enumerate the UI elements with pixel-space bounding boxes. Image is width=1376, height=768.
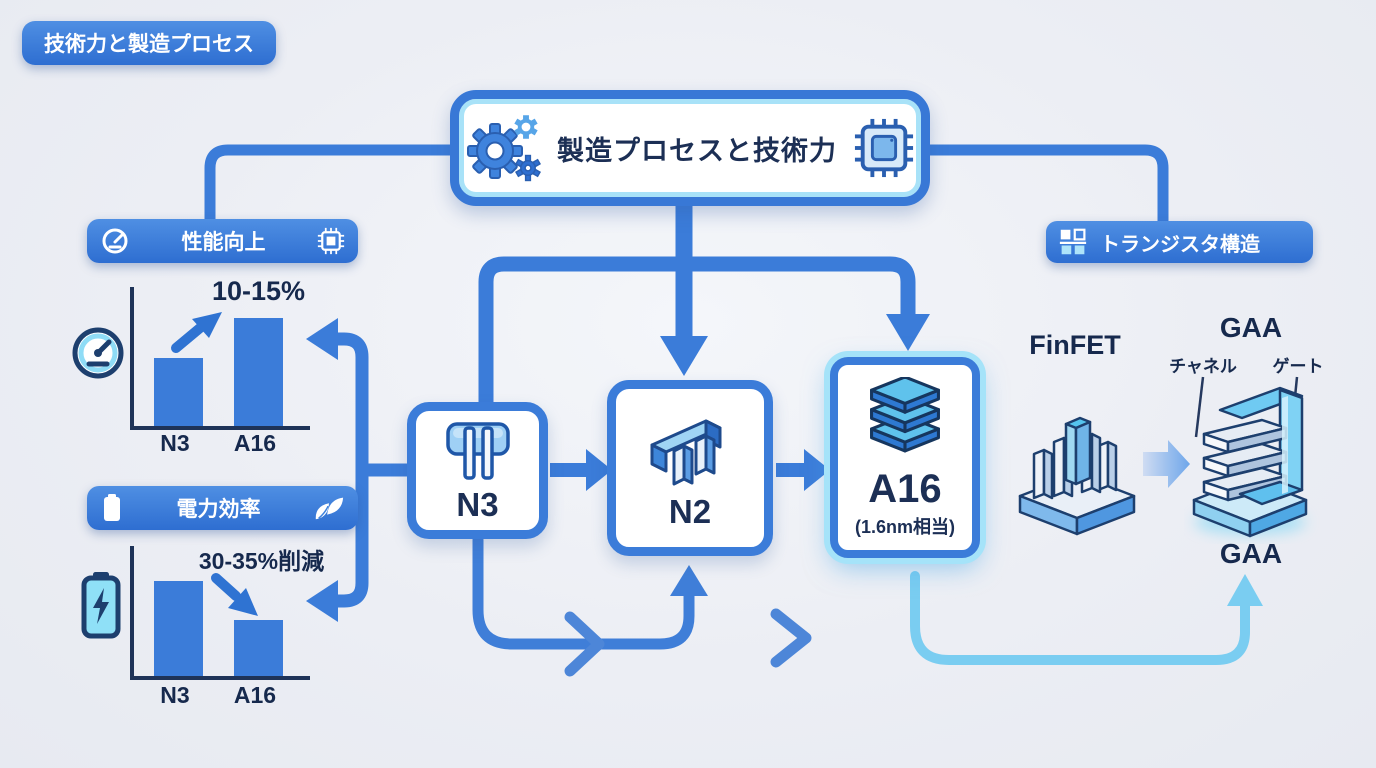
transistor-icon: [1059, 228, 1087, 255]
node-n3: N3: [407, 402, 548, 539]
perf-trend-arrowhead: [192, 312, 222, 338]
main-title-box: 製造プロセスと技術力: [450, 90, 930, 206]
transistor-badge: トランジスタ構造: [1046, 221, 1313, 263]
node-n3-label: N3: [456, 486, 499, 523]
header-badge: 技術力と製造プロセス: [22, 21, 276, 65]
chip-icon: [854, 118, 914, 178]
performance-chart: [130, 287, 310, 430]
arrowhead-loop-to-n2: [670, 565, 708, 596]
channel-leader-line: [1194, 376, 1205, 438]
performance-badge-label: 性能向上: [181, 231, 266, 254]
power-badge-label: 電力効率: [176, 498, 261, 521]
chevron-on-loop: [564, 611, 605, 677]
stacked-layers-icon: [870, 376, 940, 452]
node-a16-sublabel: (1.6nm相当): [854, 516, 955, 537]
arrowhead-to-perf-chart: [306, 318, 338, 360]
main-title: 製造プロセスと技術力: [557, 135, 837, 166]
transistor-badge-label: トランジスタ構造: [1100, 233, 1260, 256]
arrowhead-n3-n2: [586, 449, 612, 491]
node-a16-label: A16: [868, 466, 942, 511]
battery-icon: [81, 572, 121, 639]
node-a16: A16 (1.6nm相当): [830, 357, 980, 558]
connector-branch: [478, 256, 916, 405]
connector-n3-bottom-loop: [472, 534, 695, 650]
power-trend-arrowhead: [228, 588, 258, 616]
arrowhead-to-gaa: [1227, 574, 1263, 606]
power-annotation: 30-35%削減: [198, 548, 325, 574]
perf-bar-a16: [234, 317, 283, 426]
speedometer-icon: [72, 327, 124, 379]
nanosheet-3d-icon: [650, 419, 722, 485]
connector-main-to-transistor: [928, 144, 1169, 221]
perf-bar-n3: [154, 357, 203, 426]
connector-a16-to-gaa: [910, 571, 1250, 665]
header-badge-label: 技術力と製造プロセス: [44, 33, 254, 56]
perf-trend-arrow-shaft: [171, 323, 205, 353]
gate-label: ゲート: [1272, 357, 1324, 376]
finfet-label: FinFET: [1029, 330, 1121, 360]
performance-annotation: 10-15%: [211, 276, 306, 306]
power-badge: 電力効率: [87, 486, 358, 530]
performance-badge: 性能向上: [87, 219, 358, 263]
power-category-a16: A16: [233, 682, 277, 708]
finfet-cross-section-icon: [445, 422, 510, 480]
leaf-icon: [315, 497, 344, 520]
perf-category-a16: A16: [233, 430, 277, 456]
arrowhead-to-power-chart: [306, 580, 338, 622]
gaa-bottom-label: GAA: [1219, 538, 1283, 569]
perf-category-n3: N3: [160, 430, 190, 456]
arrowhead-to-a16: [886, 314, 930, 351]
gaa-structure-art: [1192, 386, 1308, 538]
arrowhead-to-n2: [660, 336, 708, 376]
power-trend-arrow-shaft: [211, 573, 241, 601]
speedometer-icon: [102, 228, 128, 254]
gaa-top-label: GAA: [1219, 312, 1283, 343]
power-bar-n3: [154, 581, 203, 676]
gears-icon: [467, 115, 541, 182]
channel-label: チャネル: [1169, 357, 1237, 376]
battery-icon: [104, 494, 120, 521]
power-bar-a16: [234, 620, 283, 676]
connector-n3-to-charts: [338, 332, 412, 608]
finfet-structure-art: [1018, 416, 1136, 536]
arrowhead-n2-a16: [804, 449, 830, 491]
finfet-to-gaa-arrow: [1143, 440, 1190, 488]
power-category-n3: N3: [160, 682, 190, 708]
node-n2: N2: [607, 380, 773, 556]
chevron-between-n2-a16: [770, 608, 812, 668]
chip-icon: [317, 227, 345, 255]
node-n2-label: N2: [668, 492, 712, 530]
power-chart: [130, 546, 310, 680]
connector-main-to-performance: [204, 144, 452, 219]
